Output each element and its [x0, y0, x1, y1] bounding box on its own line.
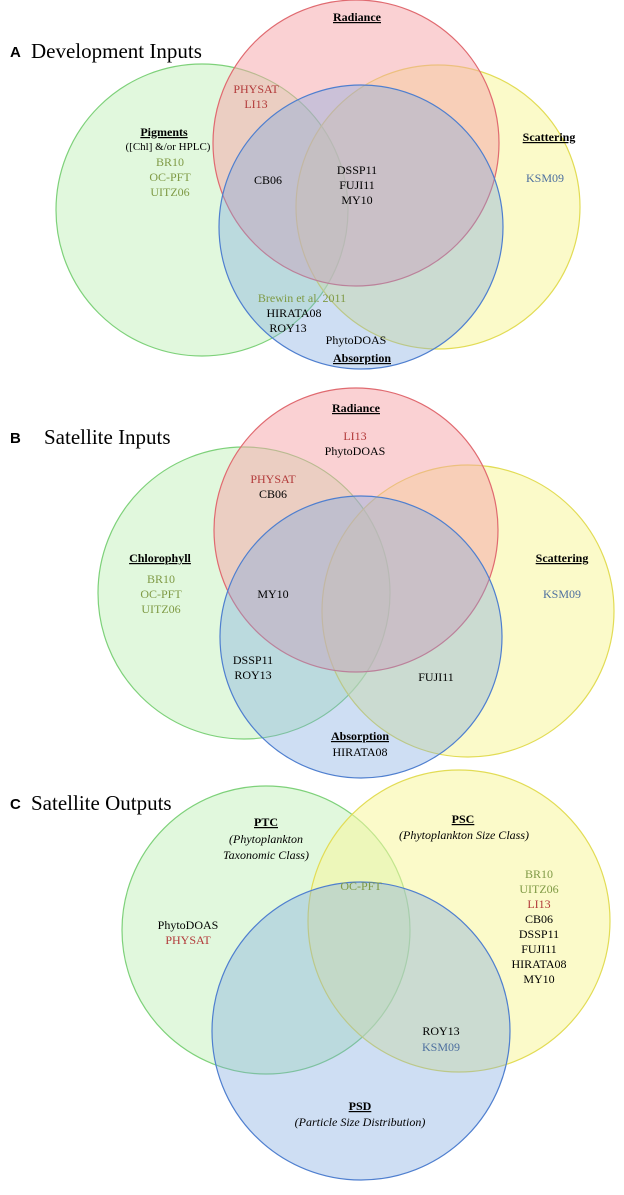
pigments-label: Pigments	[140, 125, 188, 139]
item-my10-c: MY10	[523, 972, 554, 986]
ptc-label: PTC	[254, 815, 278, 829]
radiance-label: Radiance	[333, 10, 382, 24]
item-cb06-b: CB06	[259, 487, 287, 501]
item-phytodoas: PhytoDOAS	[326, 333, 387, 347]
psd-sub-label: (Particle Size Distribution)	[295, 1115, 426, 1129]
item-roy13-b: ROY13	[234, 668, 271, 682]
item-ksm09-b: KSM09	[543, 587, 581, 601]
ptc-sub-label-2: Taxonomic Class)	[223, 848, 309, 862]
item-dssp11: DSSP11	[337, 163, 377, 177]
item-uitz06: UITZ06	[150, 185, 189, 199]
psc-circle	[307, 769, 611, 1073]
item-fuji11: FUJI11	[339, 178, 375, 192]
item-fuji11-b: FUJI11	[418, 670, 454, 684]
radiance-circle-b	[213, 387, 499, 673]
panel-title-b: Satellite Inputs	[44, 425, 171, 449]
psc-label: PSC	[452, 812, 475, 826]
panel-letter-a: A	[10, 44, 21, 61]
item-cb06: CB06	[254, 173, 282, 187]
scattering-label: Scattering	[523, 130, 576, 144]
item-brewin-2011: Brewin et al. 2011	[258, 291, 346, 305]
item-dssp11-c: DSSP11	[519, 927, 559, 941]
item-oc-pft-c: OC-PFT	[340, 879, 382, 893]
absorption-label: Absorption	[333, 351, 391, 365]
psd-label: PSD	[349, 1099, 372, 1113]
absorption-label-b: Absorption	[331, 729, 389, 743]
psc-sub-label: (Phytoplankton Size Class)	[399, 828, 529, 842]
panel-title-a: Development Inputs	[31, 39, 202, 63]
item-ksm09: KSM09	[526, 171, 564, 185]
item-phytodoas-b: PhytoDOAS	[325, 444, 386, 458]
chlorophyll-label: Chlorophyll	[129, 551, 191, 565]
item-roy13-c: ROY13	[422, 1024, 459, 1038]
item-physat: PHYSAT	[233, 82, 279, 96]
pigments-sub-label: ([Chl] &/or HPLC)	[126, 141, 211, 153]
item-physat-b: PHYSAT	[250, 472, 296, 486]
item-my10: MY10	[341, 193, 372, 207]
item-li13-b: LI13	[343, 429, 366, 443]
radiance-circle	[212, 0, 500, 287]
item-hirata08-b: HIRATA08	[332, 745, 387, 759]
item-fuji11-c: FUJI11	[521, 942, 557, 956]
absorption-circle	[218, 84, 504, 370]
panel-c: C Satellite Outputs PTC (Phytoplankton T…	[10, 769, 611, 1181]
item-ksm09-c: KSM09	[422, 1040, 460, 1054]
scattering-label-b: Scattering	[536, 551, 589, 565]
item-li13-c: LI13	[527, 897, 550, 911]
item-dssp11-b: DSSP11	[233, 653, 273, 667]
panel-a: A Development Inputs Radiance Pigments (…	[10, 0, 581, 370]
panel-letter-c: C	[10, 796, 21, 813]
item-br10: BR10	[156, 155, 184, 169]
item-oc-pft-b: OC-PFT	[140, 587, 182, 601]
item-uitz06-c: UITZ06	[519, 882, 558, 896]
radiance-label-b: Radiance	[332, 401, 381, 415]
item-my10-b: MY10	[257, 587, 288, 601]
item-li13: LI13	[244, 97, 267, 111]
item-oc-pft: OC-PFT	[149, 170, 191, 184]
item-br10-b: BR10	[147, 572, 175, 586]
item-physat-c: PHYSAT	[165, 933, 211, 947]
panel-title-c: Satellite Outputs	[31, 791, 172, 815]
panel-letter-b: B	[10, 430, 21, 447]
panel-b: B Satellite Inputs Radiance Chlorophyll …	[10, 387, 615, 779]
item-hirata08-c: HIRATA08	[511, 957, 566, 971]
psd-circle	[211, 881, 511, 1181]
item-roy13: ROY13	[269, 321, 306, 335]
item-phytodoas-c: PhytoDOAS	[158, 918, 219, 932]
absorption-circle-b	[219, 495, 503, 779]
item-hirata08: HIRATA08	[266, 306, 321, 320]
item-cb06-c: CB06	[525, 912, 553, 926]
item-uitz06-b: UITZ06	[141, 602, 180, 616]
item-br10-c: BR10	[525, 867, 553, 881]
ptc-sub-label-1: (Phytoplankton	[229, 832, 303, 846]
